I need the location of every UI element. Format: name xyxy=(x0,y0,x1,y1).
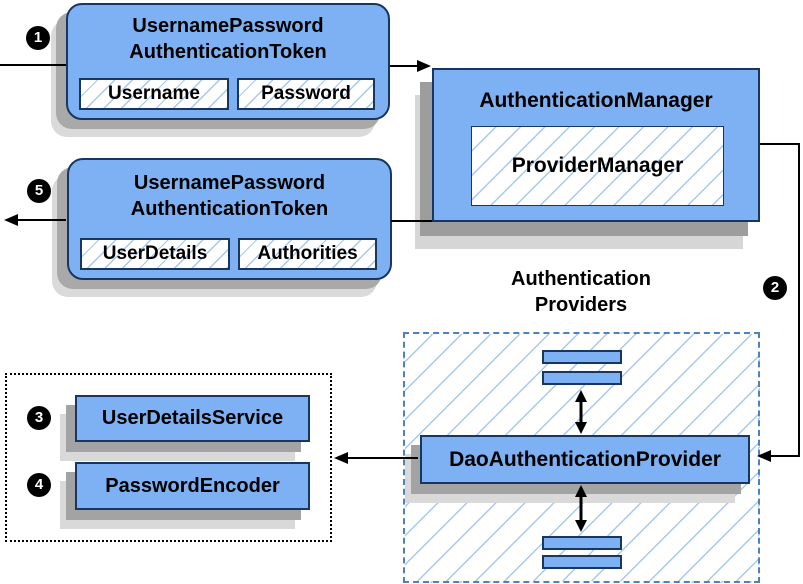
password-field: Password xyxy=(237,78,375,110)
step-2-marker: 2 xyxy=(763,276,787,300)
authentication-providers-heading-line1: Authentication xyxy=(511,268,651,290)
step-4-marker: 4 xyxy=(27,473,51,497)
authentication-manager-box: AuthenticationManager ProviderManager xyxy=(432,68,760,222)
authorities-field: Authorities xyxy=(238,238,377,270)
authentication-providers-heading: Authentication Providers xyxy=(451,266,711,318)
authentication-providers-box: DaoAuthenticationProvider xyxy=(403,332,760,583)
dao-authentication-provider-box: DaoAuthenticationProvider xyxy=(420,435,750,484)
step-5-marker: 5 xyxy=(27,179,51,203)
userdetails-field: UserDetails xyxy=(80,238,230,270)
arrowhead-response-out xyxy=(4,214,18,226)
response-token-title-line1: UsernamePassword xyxy=(133,172,326,194)
username-field: Username xyxy=(79,78,229,110)
provider-placeholder-bar xyxy=(542,555,622,569)
provider-placeholder-bar xyxy=(542,536,622,550)
step-3-marker: 3 xyxy=(27,406,51,430)
manager-to-provider-line xyxy=(760,143,800,457)
request-token-title-line2: AuthenticationToken xyxy=(129,41,327,63)
authentication-providers-heading-line2: Providers xyxy=(534,294,628,316)
request-token-title: UsernamePassword AuthenticationToken xyxy=(68,13,388,65)
arrowhead-into-manager xyxy=(417,60,431,72)
provider-placeholder-bar xyxy=(542,350,622,364)
provider-placeholder-bar xyxy=(542,371,622,385)
response-token-title: UsernamePassword AuthenticationToken xyxy=(69,170,390,222)
password-encoder-box: PasswordEncoder xyxy=(75,462,310,510)
user-details-service-box: UserDetailsService xyxy=(75,395,310,442)
authentication-manager-title: AuthenticationManager xyxy=(479,89,713,112)
step-1-marker: 1 xyxy=(26,26,50,50)
response-token-box: UsernamePassword AuthenticationToken Use… xyxy=(67,158,392,280)
arrowhead-into-services xyxy=(334,452,348,464)
request-token-box: UsernamePassword AuthenticationToken Use… xyxy=(66,3,390,120)
provider-manager-box: ProviderManager xyxy=(471,126,724,206)
request-token-title-line1: UsernamePassword xyxy=(132,15,324,37)
services-box: UserDetailsService PasswordEncoder xyxy=(5,373,332,542)
response-token-title-line2: AuthenticationToken xyxy=(130,198,329,220)
